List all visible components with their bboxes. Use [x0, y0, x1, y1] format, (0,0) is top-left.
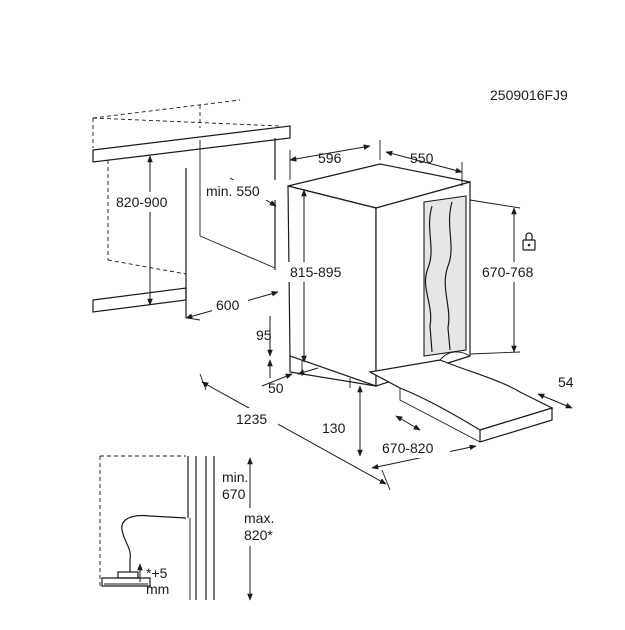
dim-550-label: 550: [410, 150, 434, 166]
dim-95-label: 95: [256, 327, 272, 343]
dim-670-768-label: 670-768: [482, 264, 534, 280]
dim-596: 596: [289, 140, 381, 180]
dim-50-label: 50: [268, 380, 284, 396]
dim-min-550: min. 550: [202, 177, 277, 207]
dim-600-label: 600: [216, 297, 240, 313]
left-cabinet: [92, 138, 276, 321]
dim-596-label: 596: [318, 150, 342, 166]
dim-min-550-label: min. 550: [206, 183, 260, 199]
detail-min-label: min.: [222, 469, 248, 485]
dim-95: 95: [256, 316, 273, 378]
reference-code: 2509016FJ9: [490, 87, 568, 103]
dim-670-768: 670-768: [469, 199, 552, 355]
dim-815-895-label: 815-895: [290, 264, 342, 280]
detail-max-label: max.: [244, 510, 274, 526]
detail-note-line2: mm: [146, 581, 169, 597]
dim-1235: 1235: [199, 373, 391, 491]
dim-130-label: 130: [322, 420, 346, 436]
detail-min-value: 670: [222, 486, 246, 502]
dim-54-label: 54: [558, 374, 574, 390]
dim-670-820-label: 670-820: [382, 440, 434, 456]
dim-815-895: 815-895: [286, 189, 358, 363]
dim-54: 54: [537, 374, 574, 409]
door-slide-arrow: [395, 415, 421, 431]
dim-600: 600: [185, 291, 279, 319]
dishwasher-body: [287, 163, 471, 388]
detail-inset: min. 670 max. 820* *+5 mm: [99, 455, 284, 601]
dim-1235-label: 1235: [236, 411, 267, 427]
dim-670-820: 670-820: [371, 438, 477, 470]
dim-820-900: 820-900: [112, 155, 184, 306]
lock-icon: [522, 232, 536, 251]
countertop: [92, 99, 291, 163]
dim-550: 550: [385, 150, 463, 186]
detail-max-value: 820*: [244, 527, 273, 543]
detail-note-line1: *+5: [146, 565, 168, 581]
dim-820-900-label: 820-900: [116, 194, 168, 210]
dim-130: 130: [322, 385, 363, 457]
